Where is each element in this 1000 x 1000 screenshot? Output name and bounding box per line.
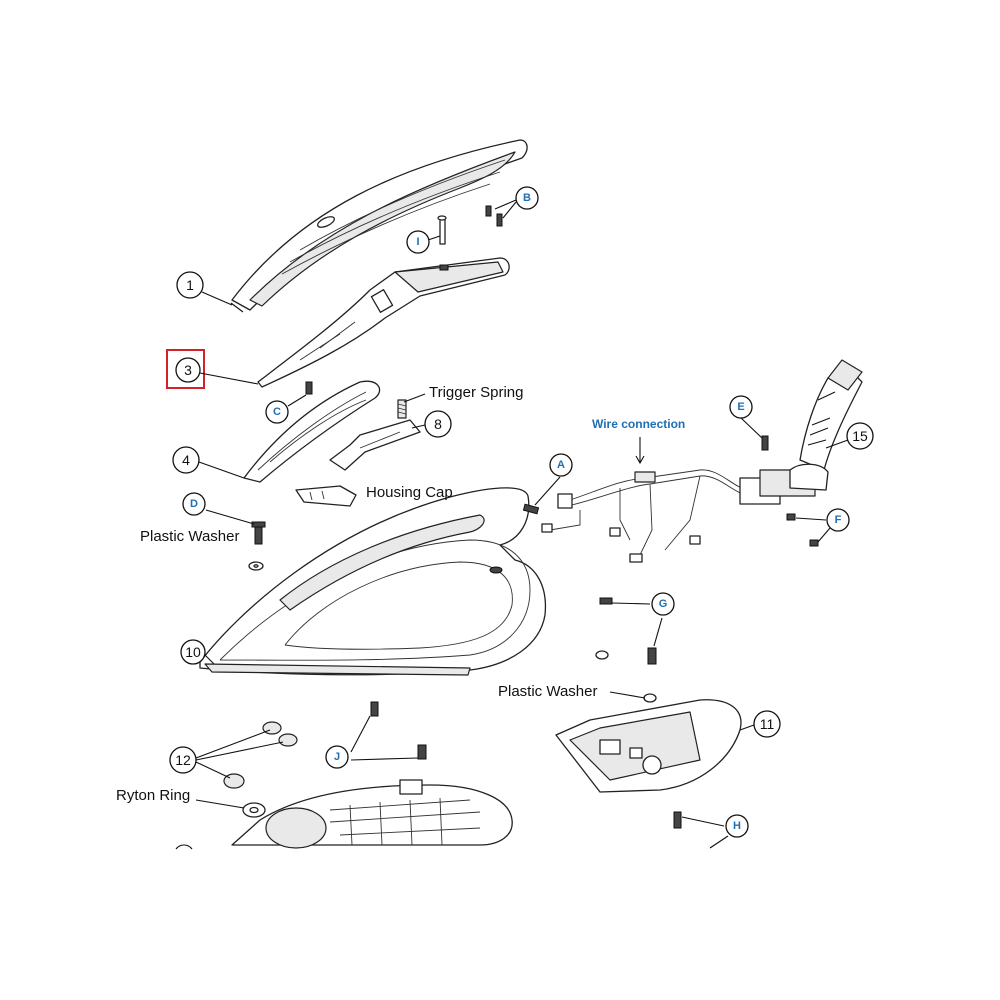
screws-f [786,513,831,547]
callout-8: 8 [424,410,452,438]
callout-10: 10 [180,639,206,665]
label-wire-connection: Wire connection [592,417,685,431]
part-3-handle-frame [257,257,510,388]
plastic-washer-right [595,650,657,703]
callout-b: B [515,186,539,210]
label-trigger-spring: Trigger Spring [429,384,523,401]
callout-4-label: 4 [182,452,190,468]
part-8-trigger [329,419,426,471]
callout-1: 1 [176,271,204,299]
callout-11: 11 [753,710,781,738]
callout-d-label: D [190,498,198,510]
label-housing-cap: Housing Cap [366,484,453,501]
callout-15: 15 [846,422,874,450]
housing-cap [295,485,357,507]
callout-a: A [549,453,573,477]
callout-12: 12 [169,746,197,774]
callout-i-label: I [416,236,419,248]
callout-12-label: 12 [175,752,191,768]
label-plastic-washer-right: Plastic Washer [498,683,597,700]
callout-j-label: J [334,751,340,763]
callout-a-label: A [557,459,565,471]
part-4-inner-frame [198,380,381,483]
part-11-rear-housing [555,699,755,793]
callout-11-label: 11 [760,716,775,732]
label-plastic-washer-left: Plastic Washer [140,528,239,545]
callout-15-label: 15 [852,428,868,444]
callout-e-label: E [737,401,744,413]
callout-1-label: 1 [186,277,194,293]
screw-e [740,417,769,451]
callout-c-label: C [273,406,281,418]
callout-f: F [826,508,850,532]
callout-j: J [325,745,349,769]
callout-8-label: 8 [434,416,442,432]
screw-a [522,476,561,515]
screw-c [287,381,313,407]
plastic-washer-left [248,561,264,571]
part-15-cord-guard [789,359,863,491]
soleplate-assembly [231,779,513,849]
part-12-feet [195,721,298,789]
callout-3: 3 [166,349,205,389]
callout-g: G [651,592,675,616]
callout-h-label: H [733,820,741,832]
screws-g [599,597,663,665]
callout-3-label: 3 [184,362,192,378]
callout-f-label: F [835,514,842,526]
screw-i [427,215,447,245]
callout-i: I [406,230,430,254]
part-10-body-shell [199,487,547,676]
callout-4: 4 [172,446,200,474]
callout-d: D [182,492,206,516]
screw-h [673,811,729,849]
cropped-callout-fragment [175,844,193,850]
callout-g-label: G [659,598,668,610]
screws-b [485,199,517,227]
callout-c: C [265,400,289,424]
part-1-handle-grip [230,139,528,313]
trigger-spring [397,393,426,419]
highlight-box [166,349,205,389]
callout-b-label: B [523,192,531,204]
callout-10-label: 10 [185,644,201,660]
screw-d [205,509,266,545]
screws-j [350,701,427,761]
callout-e: E [729,395,753,419]
ryton-ring [195,799,266,818]
wire-harness [541,437,816,563]
callout-h: H [725,814,749,838]
label-ryton-ring: Ryton Ring [116,787,190,804]
